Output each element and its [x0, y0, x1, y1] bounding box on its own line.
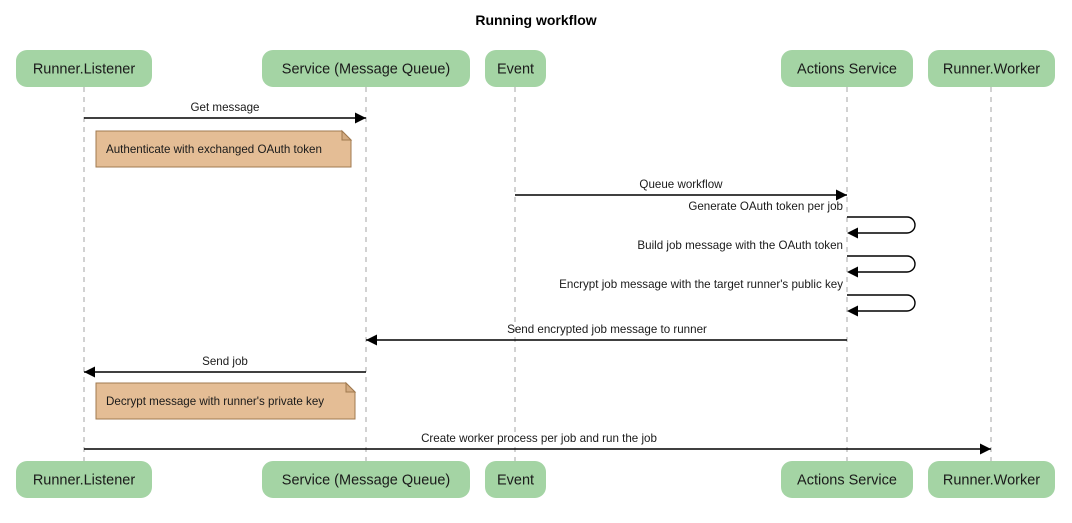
participant-runner-worker-footer[interactable]: Runner.Worker	[928, 461, 1055, 498]
message-send-encrypted-job-message[interactable]: Send encrypted job message to runner	[366, 323, 847, 346]
notes-group: Authenticate with exchanged OAuth tokenD…	[95, 129, 357, 420]
arrow-head-icon	[847, 227, 858, 239]
message-queue-workflow[interactable]: Queue workflow	[515, 178, 847, 201]
participant-runner-worker-header[interactable]: Runner.Worker	[928, 50, 1055, 87]
participant-event-footer[interactable]: Event	[485, 461, 546, 498]
arrow-head-icon	[84, 366, 95, 378]
note-fold-corner-icon	[345, 381, 357, 393]
participant-service-queue-header[interactable]: Service (Message Queue)	[262, 50, 470, 87]
message-label: Send job	[202, 355, 248, 368]
participant-runner-listener-footer[interactable]: Runner.Listener	[16, 461, 152, 498]
message-get-message[interactable]: Get message	[84, 101, 366, 124]
lifelines-group	[83, 87, 992, 461]
participant-box	[262, 461, 470, 498]
message-build-job-message[interactable]: Build job message with the OAuth token	[637, 239, 916, 278]
participant-box	[928, 50, 1055, 87]
participant-box	[485, 461, 546, 498]
note-authenticate[interactable]: Authenticate with exchanged OAuth token	[95, 129, 353, 168]
participant-box	[928, 461, 1055, 498]
participant-label: Runner.Worker	[943, 61, 1040, 77]
participant-service-queue-footer[interactable]: Service (Message Queue)	[262, 461, 470, 498]
message-label: Get message	[191, 101, 260, 114]
participant-box	[781, 461, 913, 498]
self-loop-path	[847, 216, 916, 234]
note-decrypt[interactable]: Decrypt message with runner's private ke…	[95, 381, 357, 420]
note-label: Decrypt message with runner's private ke…	[106, 395, 324, 408]
participant-label: Event	[497, 61, 534, 77]
participant-label: Runner.Worker	[943, 472, 1040, 488]
participant-footers-group: Runner.Listener Service (Message Queue) Ev…	[16, 461, 1055, 498]
page-title: Running workflow	[475, 12, 596, 28]
message-create-worker-process[interactable]: Create worker process per job and run th…	[84, 432, 991, 455]
message-label: Queue workflow	[639, 178, 723, 191]
note-fold-corner-icon	[341, 129, 353, 141]
participant-box	[16, 50, 152, 87]
arrow-head-icon	[355, 112, 366, 124]
note-label: Authenticate with exchanged OAuth token	[106, 143, 322, 156]
message-label: Send encrypted job message to runner	[507, 323, 707, 336]
message-encrypt-job-message[interactable]: Encrypt job message with the target runn…	[559, 278, 916, 317]
participant-box	[16, 461, 152, 498]
arrow-head-icon	[366, 334, 377, 346]
arrow-head-icon	[847, 305, 858, 317]
participant-label: Service (Message Queue)	[282, 61, 450, 77]
participant-box	[262, 50, 470, 87]
participant-label: Runner.Listener	[33, 472, 136, 488]
message-send-job[interactable]: Send job	[84, 355, 366, 378]
participant-headers-group: Runner.Listener Service (Message Queue) Ev…	[16, 50, 1055, 87]
message-generate-oauth-token[interactable]: Generate OAuth token per job	[688, 200, 916, 239]
note-body	[95, 382, 356, 420]
arrow-head-icon	[980, 443, 991, 455]
participant-actions-service-footer[interactable]: Actions Service	[781, 461, 913, 498]
participant-label: Event	[497, 472, 534, 488]
message-label: Encrypt job message with the target runn…	[559, 278, 843, 291]
self-loop-path	[847, 255, 916, 273]
participant-label: Service (Message Queue)	[282, 472, 450, 488]
participant-box	[781, 50, 913, 87]
participant-label: Actions Service	[797, 61, 897, 77]
participant-event-header[interactable]: Event	[485, 50, 546, 87]
participant-runner-listener-header[interactable]: Runner.Listener	[16, 50, 152, 87]
message-label: Create worker process per job and run th…	[421, 432, 657, 445]
message-label: Build job message with the OAuth token	[637, 239, 843, 252]
participant-actions-service-header[interactable]: Actions Service	[781, 50, 913, 87]
self-loop-path	[847, 294, 916, 312]
note-body	[95, 130, 352, 168]
arrow-head-icon	[836, 189, 847, 201]
participant-label: Actions Service	[797, 472, 897, 488]
message-label: Generate OAuth token per job	[688, 200, 843, 213]
participant-label: Runner.Listener	[33, 61, 136, 77]
participant-box	[485, 50, 546, 87]
arrow-head-icon	[847, 266, 858, 278]
